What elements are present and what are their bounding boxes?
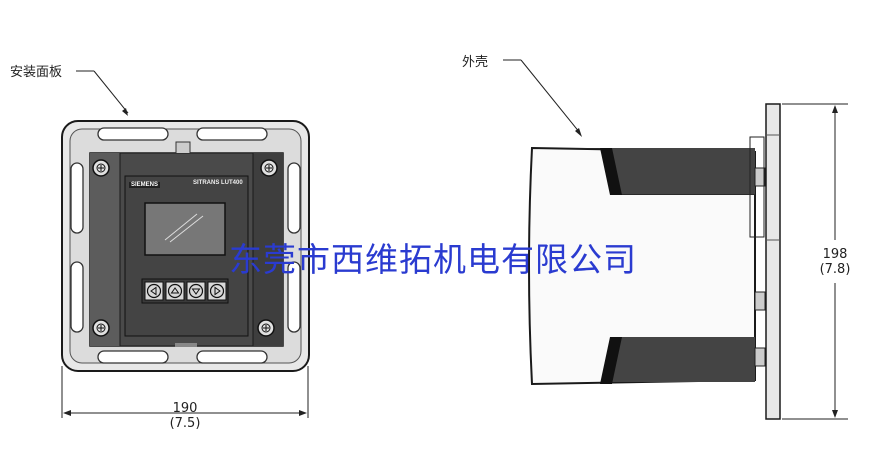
left-arrow-key-icon	[144, 281, 164, 301]
leader-housing	[503, 59, 582, 137]
screw-top-left-icon	[92, 159, 110, 177]
height-in: (7.8)	[819, 262, 851, 277]
down-arrow-key-icon	[186, 281, 206, 301]
screw-top-right-icon	[260, 159, 278, 177]
leader-mount-panel	[76, 70, 129, 116]
width-dimension	[61, 366, 309, 418]
screw-bottom-right-icon	[257, 319, 275, 337]
height-dimension-text: 198 (7.8)	[812, 247, 858, 277]
brand-logo-text: SIEMENS	[129, 182, 161, 188]
mounting-panel-side	[765, 103, 781, 420]
width-dimension-text: 190 (7.5)	[160, 401, 210, 431]
width-in: (7.5)	[169, 416, 201, 431]
up-arrow-key-icon	[165, 281, 185, 301]
label-mount-panel: 安装面板	[10, 65, 63, 80]
keypad	[141, 278, 229, 304]
height-mm: 198	[822, 247, 848, 262]
watermark-text: 东莞市西维拓机电有限公司	[229, 240, 637, 279]
width-mm: 190	[172, 401, 198, 416]
height-dimension	[782, 103, 848, 420]
right-arrow-key-icon	[207, 281, 227, 301]
screws	[92, 159, 278, 337]
screw-bottom-left-icon	[92, 319, 110, 337]
label-housing: 外壳	[462, 55, 489, 70]
model-name-text: SITRANS LUT400	[193, 180, 243, 186]
housing-side	[528, 136, 766, 386]
